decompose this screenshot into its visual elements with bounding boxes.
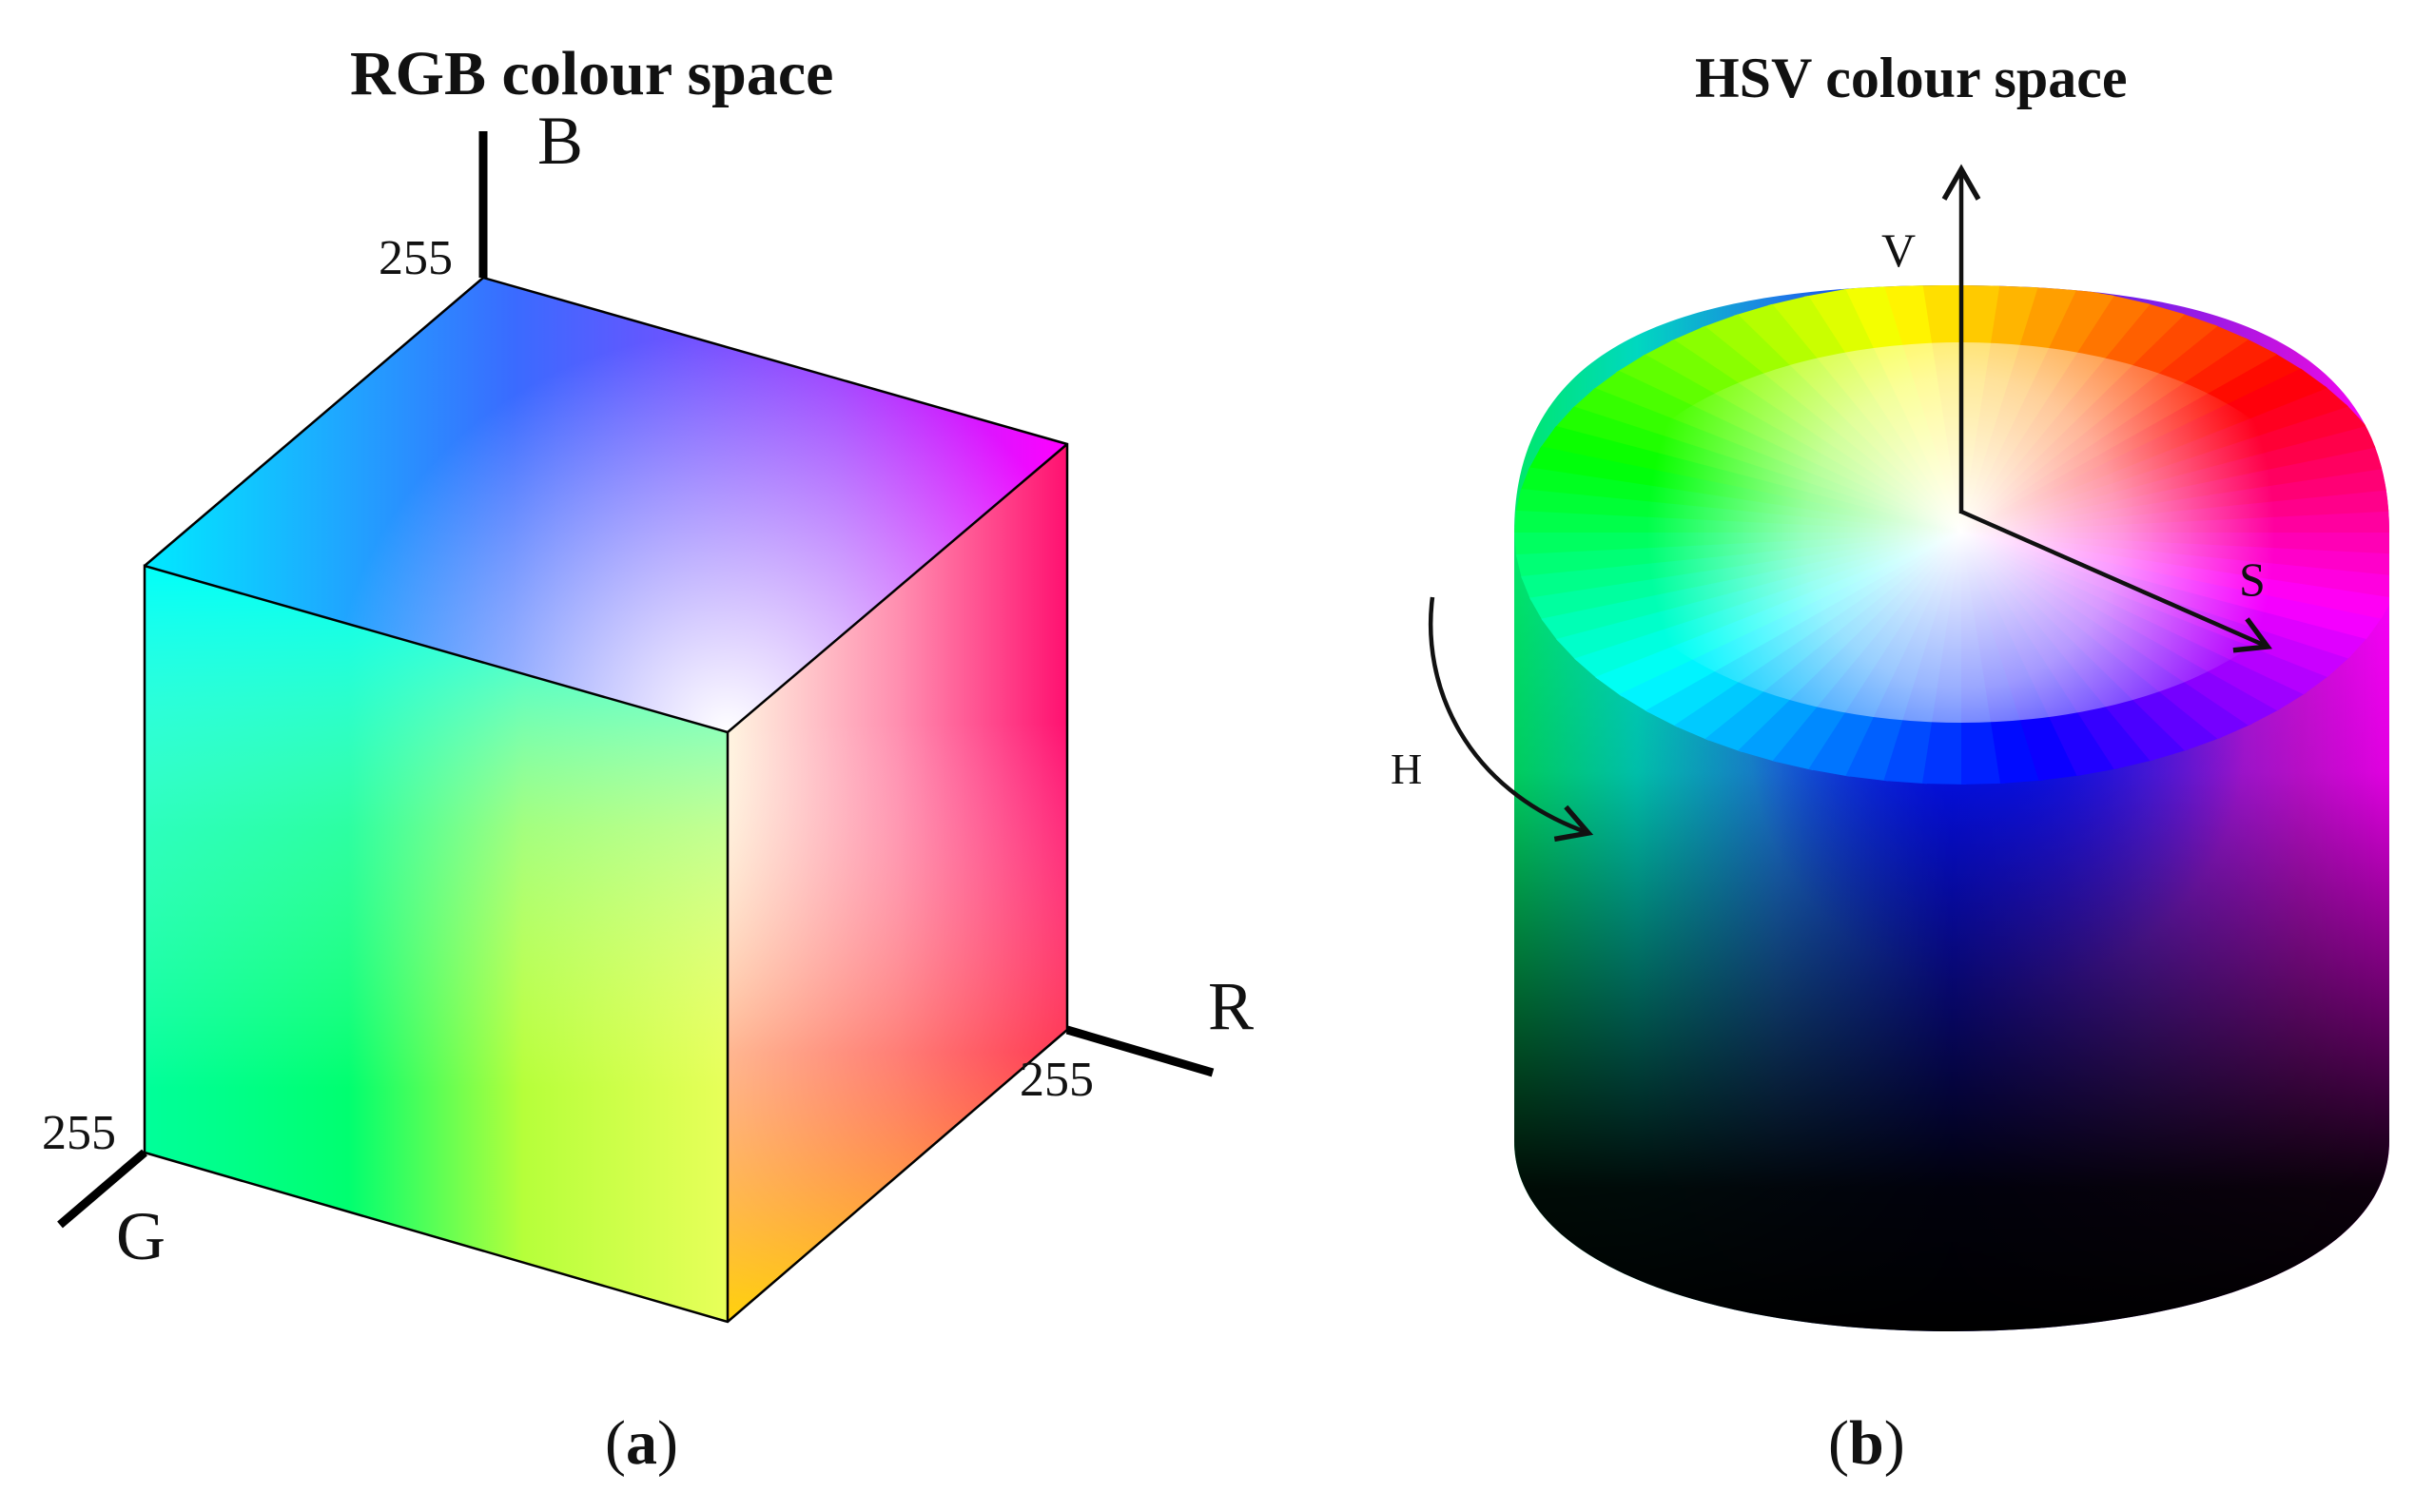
s-axis-arrow <box>1960 509 2272 653</box>
caption-b: (b) <box>1828 1408 1905 1478</box>
r-axis-label: R <box>1208 968 1254 1044</box>
h-axis-label: H <box>1391 745 1422 793</box>
g-axis-line <box>57 1149 147 1229</box>
b-tick-255: 255 <box>379 231 453 285</box>
s-axis-label: S <box>2239 552 2266 606</box>
hsv-title: HSV colour space <box>1695 47 2128 109</box>
cube-top-face-highlight <box>145 278 1067 732</box>
hsv-cylinder: V S H <box>1391 164 2389 1331</box>
g-axis-label: G <box>116 1198 166 1274</box>
b-axis-label: B <box>537 103 583 179</box>
rgb-cube: B R G 255 255 255 <box>42 103 1254 1324</box>
cube-edges <box>143 276 1069 1324</box>
cube-front-face-shade <box>145 566 728 1322</box>
caption-a: (a) <box>605 1408 678 1478</box>
hue-wheel-center <box>1600 342 2323 723</box>
g-tick-255: 255 <box>42 1106 116 1160</box>
h-rotation-arrow <box>1428 596 1594 843</box>
r-tick-255: 255 <box>1020 1053 1094 1107</box>
rgb-title: RGB colour space <box>350 39 834 108</box>
v-axis-label: V <box>1881 223 1916 277</box>
r-axis-line <box>1065 1025 1215 1077</box>
